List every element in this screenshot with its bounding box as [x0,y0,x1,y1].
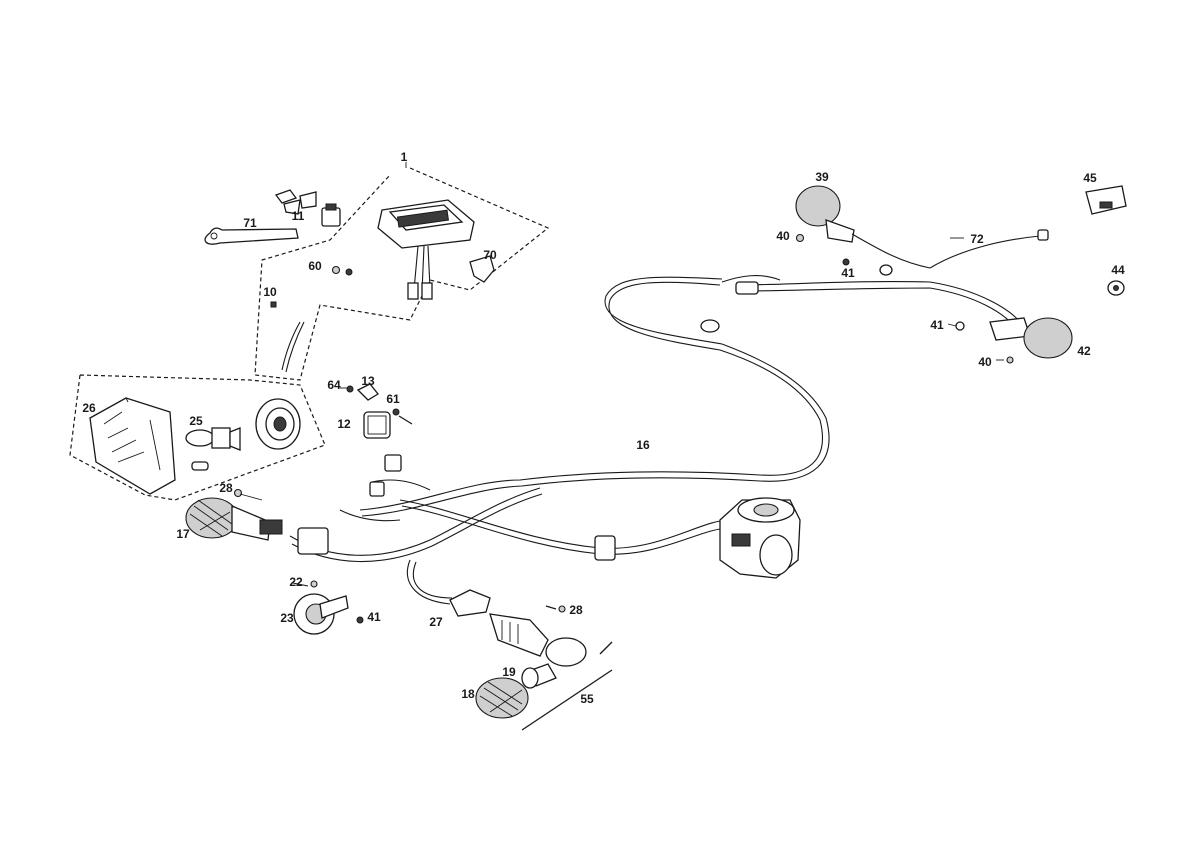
callout-17: 17 [176,527,190,541]
license-light [1085,185,1127,215]
callout-18: 18 [461,687,475,701]
cable-strip [281,321,301,371]
horn [293,580,364,635]
rear-right-turn-signal [955,317,1073,364]
callout-22: 22 [289,575,303,589]
callout-70: 70 [483,248,497,262]
washer [955,321,965,331]
headlight-group-outline [69,374,326,501]
callout-25: 25 [189,414,203,428]
callout-60: 60 [308,259,322,273]
screw [558,605,566,613]
headlight [89,397,176,495]
nut [356,616,364,624]
callout-41-horn: 41 [367,610,381,624]
rear-turn-signal [449,589,613,731]
callout-13: 13 [361,374,375,388]
relay-bracket [356,383,379,401]
callout-42: 42 [1077,344,1091,358]
callout-11: 11 [292,209,305,223]
screw [331,265,341,275]
relay [363,411,391,439]
callout-45: 45 [1083,171,1097,185]
callout-23: 23 [280,611,294,625]
instrument-cluster [377,199,475,300]
headlight-group [69,374,326,501]
nut [842,258,850,266]
callout-72: 72 [970,232,984,246]
callout-39: 39 [815,170,829,184]
leader-lines [239,162,1004,587]
callout-41-right: 41 [930,318,944,332]
switch-parts [274,189,341,227]
screw [310,580,318,588]
callout-16: 16 [636,438,650,452]
callout-1: 1 [401,150,408,164]
screw [233,488,243,498]
headlight-bulb [185,427,241,451]
harness-connector [594,535,616,561]
callout-12: 12 [337,417,351,431]
main-wiring-harness [289,264,1021,605]
callout-19: 19 [502,665,516,679]
nut [345,268,353,276]
clip [270,301,277,308]
harness-connector [384,454,402,472]
harness-connector [735,281,759,295]
callout-55: 55 [580,692,594,706]
callout-27: 27 [429,615,443,629]
callout-10: 10 [263,285,277,299]
callout-40-lower: 40 [978,355,992,369]
signal-socket [545,637,587,667]
callout-40-upper: 40 [776,229,790,243]
screw [346,385,354,393]
front-right-turn-signal [795,185,1049,269]
grommet [1107,280,1125,296]
screw [1006,356,1014,364]
screw [392,408,400,416]
instrument-cluster-group [204,167,550,381]
callout-71: 71 [243,216,257,230]
callout-41-upper: 41 [841,266,855,280]
wire-clip [700,319,720,333]
headlight-fitting [191,461,209,471]
callout-26: 26 [82,401,96,415]
key [204,227,299,245]
callout-28-front: 28 [219,481,233,495]
wire-connector [1037,229,1049,241]
bracket [469,255,495,283]
relay-parts [346,383,413,439]
harness-connector [369,481,385,497]
screw [795,233,805,243]
callout-44: 44 [1111,263,1125,277]
signal-bracket [449,589,491,617]
callout-labels: 1 10 11 12 13 16 17 18 19 22 23 25 26 27… [82,150,1125,706]
callout-28-rear: 28 [569,603,583,617]
headlight-bulb-holder [255,398,301,450]
callout-61: 61 [386,392,400,406]
front-left-turn-signal [185,488,283,541]
harness-connector [297,527,329,555]
wire-clip [879,264,893,276]
cluster-group-outline [254,167,550,381]
handlebar-switch [719,497,801,579]
callout-64: 64 [327,378,341,392]
